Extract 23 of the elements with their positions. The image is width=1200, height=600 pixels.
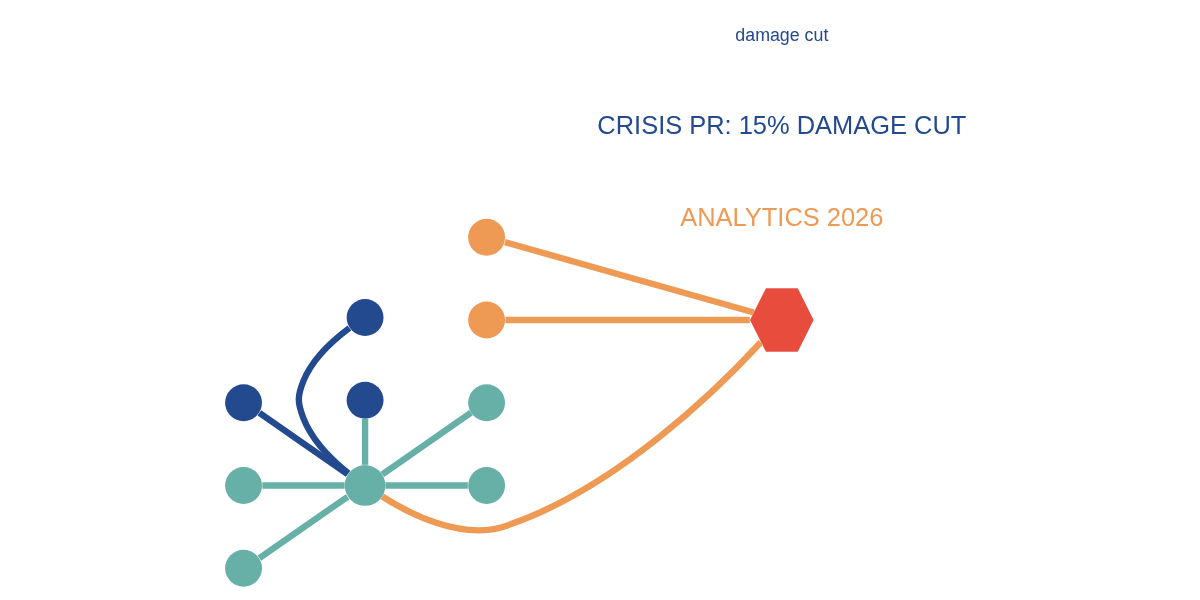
connector [380,340,763,534]
node-circle [467,218,505,256]
node-circle [467,467,505,504]
connector [380,410,473,477]
label: CRISIS PR: 15% DAMAGE CUT [596,111,966,140]
connector [361,418,368,465]
connector [257,494,349,561]
connector [503,239,755,316]
node-circle [346,299,384,336]
node-circle [224,467,262,504]
node-circle [467,301,505,339]
connector [257,410,349,477]
label: ANALYTICS 2026 [679,202,883,231]
node-circle [467,384,505,422]
node-circle [224,384,262,422]
node-hexagon [749,288,814,352]
connector [261,482,345,489]
connector [504,316,750,324]
node-circle [346,381,384,419]
node-circle [344,465,385,506]
connector [384,482,468,489]
label: damage cut [734,24,828,45]
node-circle [224,549,262,587]
